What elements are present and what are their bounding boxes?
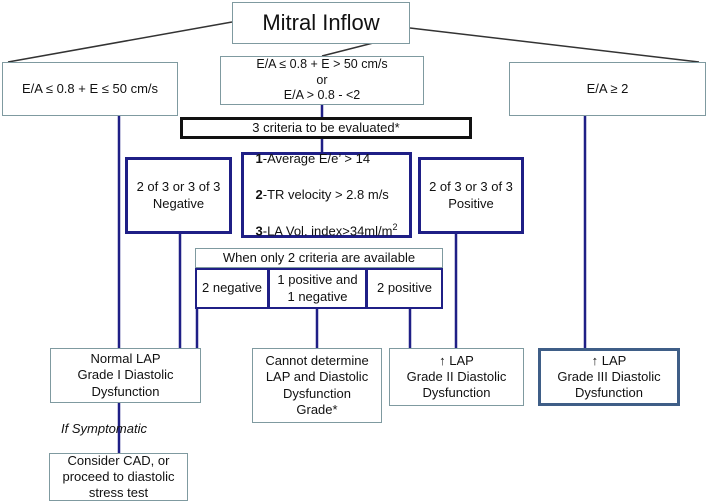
grade2-outcome-label: ↑ LAP Grade II Diastolic Dysfunction (406, 352, 507, 401)
mitral-inflow-label: Mitral Inflow (262, 10, 380, 36)
branch-left-box: E/A ≤ 0.8 + E ≤ 50 cm/s (2, 62, 178, 116)
criteria-header-label: 3 criteria to be evaluated* (252, 119, 400, 135)
indeterminate-outcome-box: Cannot determine LAP and Diastolic Dysfu… (252, 348, 382, 423)
if-symptomatic-label: If Symptomatic (61, 421, 147, 436)
one-positive-one-negative-label: 1 positive and 1 negative (277, 272, 358, 304)
next-step-box: Consider CAD, or proceed to diastolic st… (49, 453, 188, 501)
branch-right-box: E/A ≥ 2 (509, 62, 706, 116)
two-positive-label: 2 positive (377, 280, 432, 296)
next-step-label: Consider CAD, or proceed to diastolic st… (62, 452, 175, 501)
criterion-2: 2-TR velocity > 2.8 m/s (255, 186, 389, 202)
grade2-outcome-box: ↑ LAP Grade II Diastolic Dysfunction (389, 348, 524, 406)
criteria-header-box: 3 criteria to be evaluated* (180, 117, 472, 139)
branch-left-label: E/A ≤ 0.8 + E ≤ 50 cm/s (21, 80, 159, 96)
indeterminate-outcome-label: Cannot determine LAP and Diastolic Dysfu… (265, 353, 369, 417)
positive-label: 2 of 3 or 3 of 3 Positive (429, 179, 513, 211)
criterion-1: 1-Average E/e’ > 14 (255, 151, 371, 167)
two-negative-box: 2 negative (195, 268, 269, 309)
positive-box: 2 of 3 or 3 of 3 Positive (418, 157, 524, 234)
criterion-3: 3-LA Vol. index>34ml/m2 (255, 221, 398, 238)
negative-label: 2 of 3 or 3 of 3 Negative (136, 179, 221, 211)
negative-box: 2 of 3 or 3 of 3 Negative (125, 157, 232, 234)
two-criteria-header-label: When only 2 criteria are available (222, 249, 416, 265)
grade3-outcome-box: ↑ LAP Grade III Diastolic Dysfunction (538, 348, 680, 406)
two-negative-label: 2 negative (202, 280, 262, 296)
criteria-list-box: 1-Average E/e’ > 14 2-TR velocity > 2.8 … (241, 151, 412, 238)
criteria-list: 1-Average E/e’ > 14 2-TR velocity > 2.8 … (256, 133, 398, 257)
two-criteria-header-box: When only 2 criteria are available (195, 248, 443, 268)
one-positive-one-negative-box: 1 positive and 1 negative (268, 268, 367, 309)
mitral-inflow-box: Mitral Inflow (232, 2, 410, 44)
branch-right-label: E/A ≥ 2 (586, 80, 629, 96)
grade1-outcome-label: Normal LAP Grade I Diastolic Dysfunction (77, 351, 174, 399)
navy-connectors (117, 104, 587, 453)
grade3-outcome-label: ↑ LAP Grade III Diastolic Dysfunction (557, 352, 661, 401)
branch-middle-box: E/A ≤ 0.8 + E > 50 cm/s or E/A > 0.8 - <… (220, 56, 424, 105)
top-connectors (7, 21, 700, 63)
grade1-outcome-box: Normal LAP Grade I Diastolic Dysfunction (50, 348, 201, 403)
branch-middle-label: E/A ≤ 0.8 + E > 50 cm/s or E/A > 0.8 - <… (256, 57, 388, 103)
two-positive-box: 2 positive (366, 268, 443, 309)
